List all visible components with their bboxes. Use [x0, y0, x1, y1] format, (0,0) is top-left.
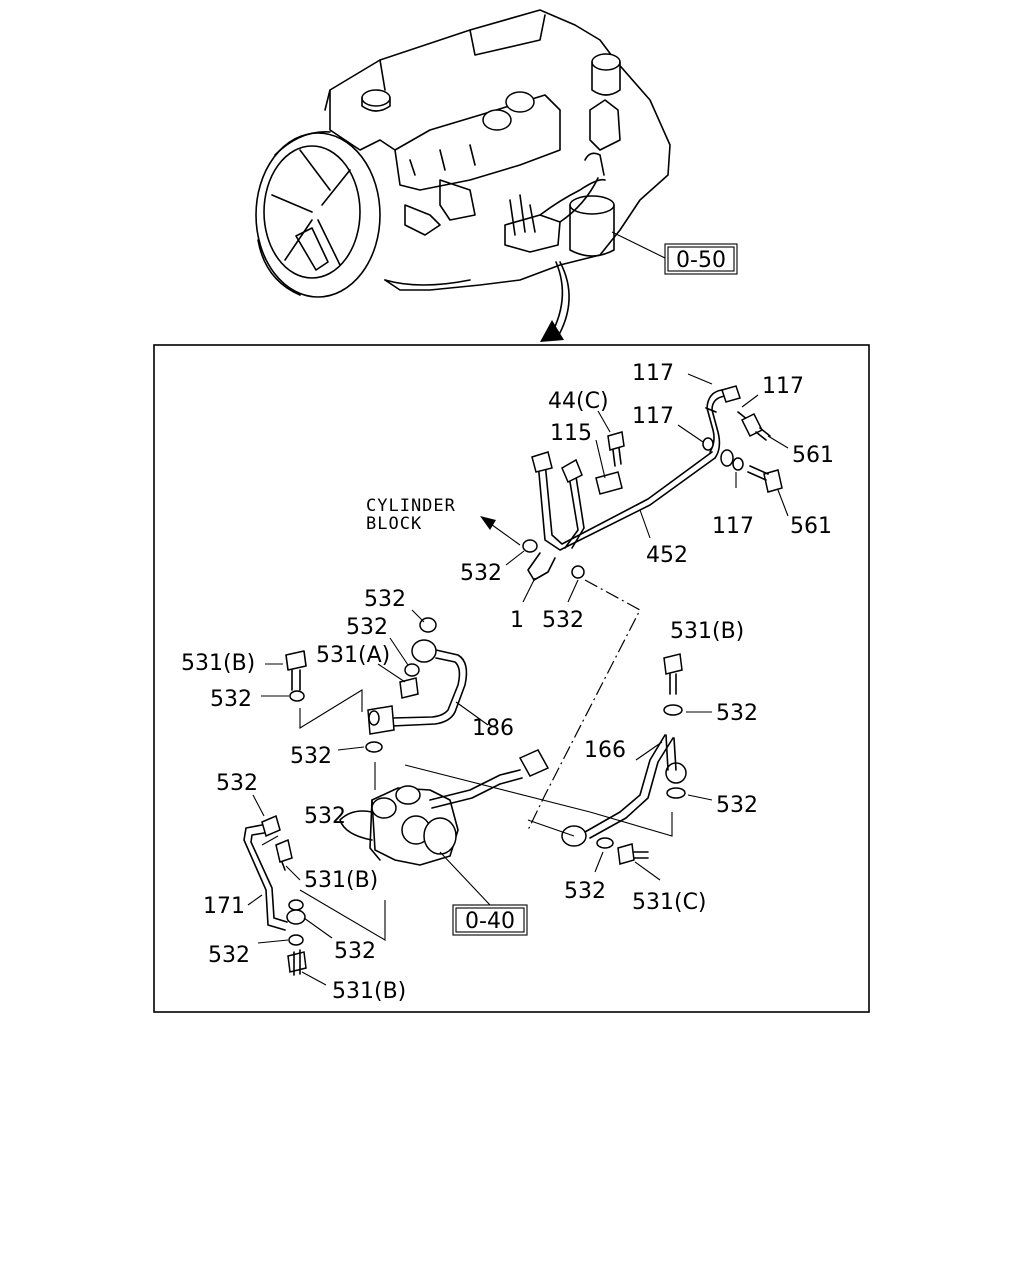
callout-117: 117 [762, 374, 804, 399]
callout-44c: 44(C) [548, 389, 609, 414]
callout-532: 532 [364, 587, 406, 612]
callout-532: 532 [716, 701, 758, 726]
pipe-166 [527, 653, 687, 865]
ref-label-top: 0-50 [676, 248, 726, 273]
callout-531b: 531(B) [670, 619, 744, 644]
callout-186: 186 [472, 716, 514, 741]
pipe-171 [243, 814, 386, 976]
detail-frame [153, 344, 870, 1013]
callout-531a: 531(A) [316, 643, 390, 668]
injection-pump [339, 749, 591, 906]
callout-117: 117 [712, 514, 754, 539]
callout-117: 117 [632, 361, 674, 386]
engine-illustration [255, 9, 671, 342]
callout-1: 1 [510, 608, 524, 633]
callout-532: 532 [210, 687, 252, 712]
callout-561: 561 [790, 514, 832, 539]
callout-532: 532 [334, 939, 376, 964]
callout-452: 452 [646, 543, 688, 568]
callout-531b: 531(B) [332, 979, 406, 1004]
callout-532: 532 [716, 793, 758, 818]
callout-531b: 531(B) [304, 868, 378, 893]
callout-532: 532 [542, 608, 584, 633]
cylinder-block-note: CYLINDER BLOCK [366, 496, 521, 546]
pipe-186 [285, 617, 468, 753]
callout-532: 532 [290, 744, 332, 769]
callout-532: 532 [346, 615, 388, 640]
callout-532: 532 [564, 879, 606, 904]
callout-532: 532 [460, 561, 502, 586]
callout-531c: 531(C) [632, 890, 707, 915]
leader-lines [247, 373, 789, 986]
connection-line [527, 579, 641, 831]
ref-box-0-50: 0-50 [664, 243, 738, 275]
callout-561: 561 [792, 443, 834, 468]
callout-171: 171 [203, 894, 245, 919]
callout-117: 117 [632, 404, 674, 429]
callout-115: 115 [550, 421, 592, 446]
callout-532: 532 [304, 804, 346, 829]
ref-box-0-40: 0-40 [452, 904, 528, 936]
cylinder-text: CYLINDER [366, 496, 456, 516]
callout-532: 532 [208, 943, 250, 968]
block-text: BLOCK [366, 514, 422, 534]
callout-labels: 117 117 44(C) 117 115 561 117 561 452 53… [181, 361, 834, 1004]
ref-label-bottom: 0-40 [465, 909, 515, 934]
callout-166: 166 [584, 738, 626, 763]
callout-531b: 531(B) [181, 651, 255, 676]
callout-532: 532 [216, 771, 258, 796]
